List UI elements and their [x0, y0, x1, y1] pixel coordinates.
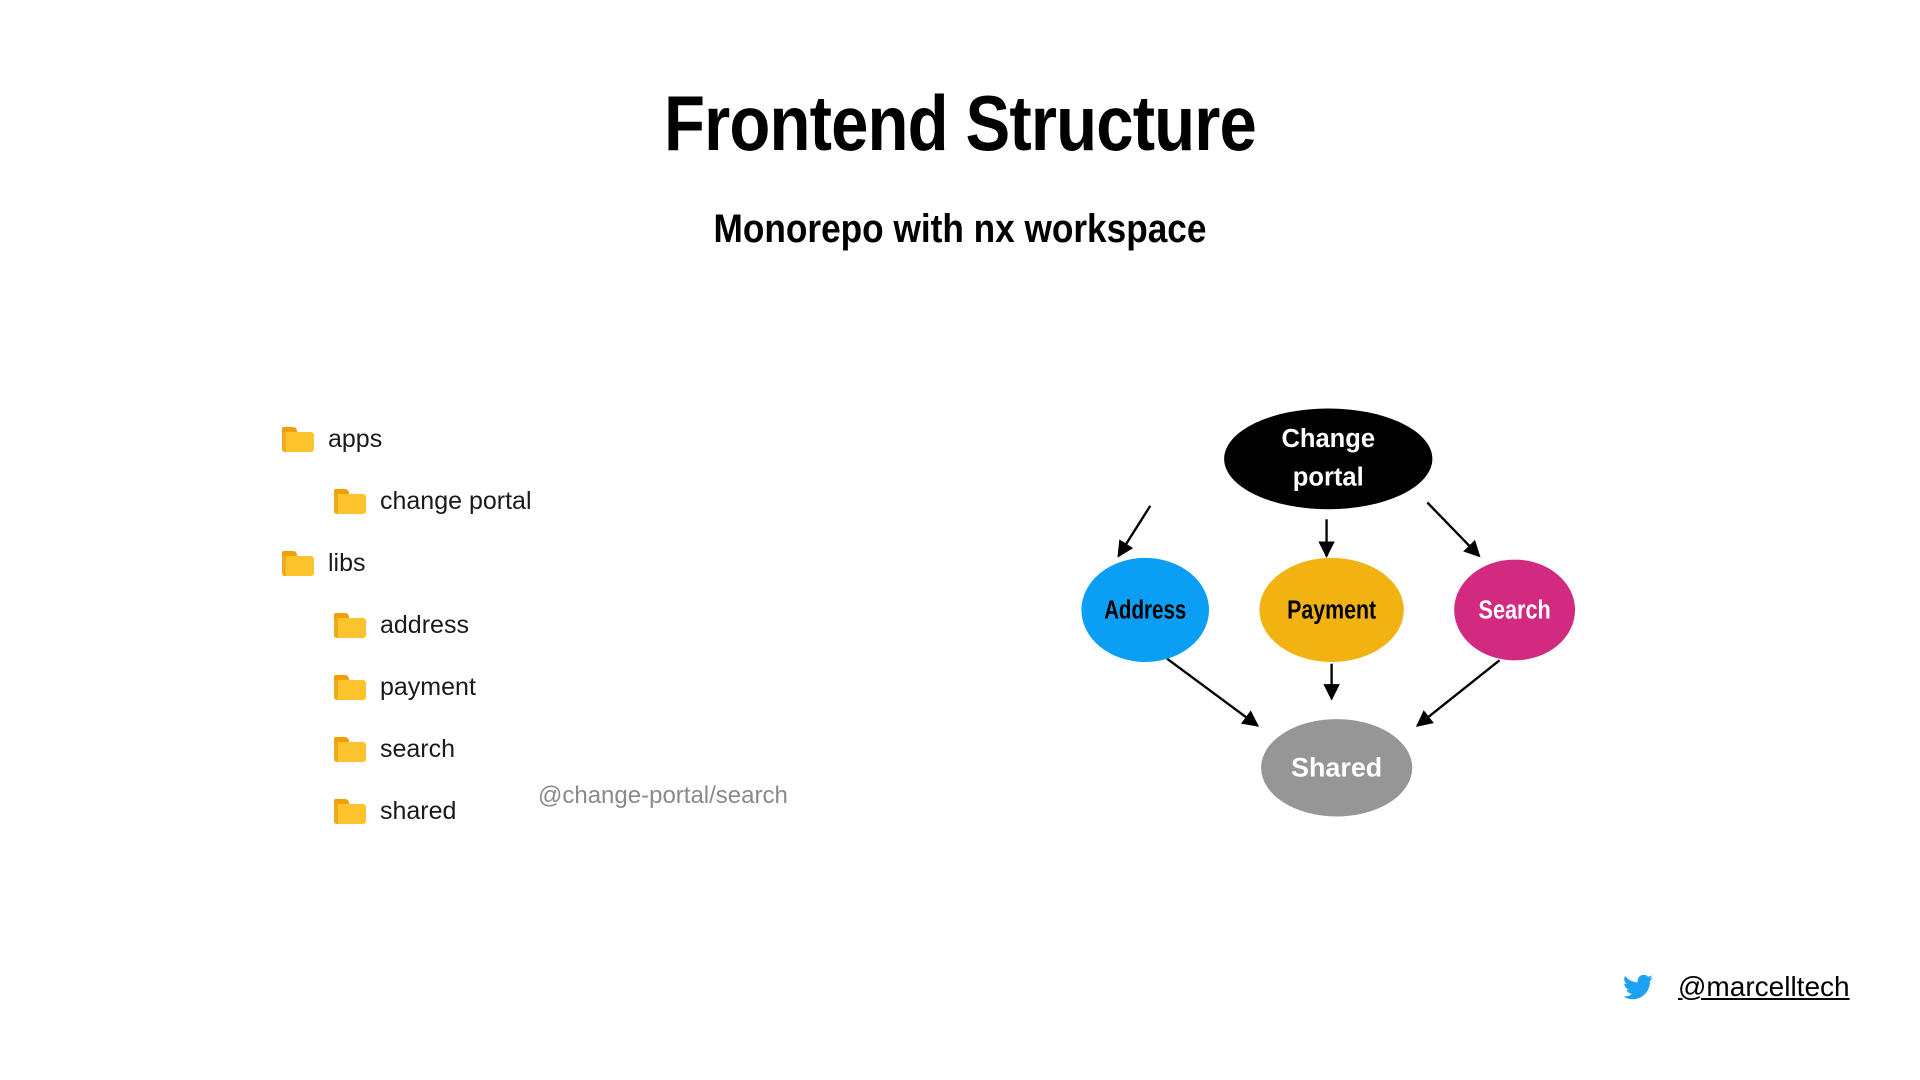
tree-item-address[interactable]: address	[282, 594, 842, 656]
node-shared[interactable]: Shared	[1261, 719, 1413, 817]
edge-address-to-shared	[1166, 657, 1260, 727]
tree-item-label: search	[380, 734, 456, 763]
node-label: Payment	[1287, 596, 1376, 624]
folder-icon	[334, 736, 366, 762]
tree-item-change-portal[interactable]: change portal	[282, 470, 842, 532]
tree-item-libs[interactable]: libs	[282, 532, 842, 594]
tree-item-label: apps	[328, 424, 383, 453]
twitter-handle[interactable]: @marcelltech	[1620, 972, 1850, 1002]
node-label: Shared	[1291, 753, 1382, 783]
tree-item-label: change portal	[380, 486, 532, 515]
node-label: Address	[1104, 596, 1186, 624]
tree-item-label: shared	[380, 796, 457, 825]
tree-item-apps[interactable]: apps	[282, 408, 842, 470]
tree-item-label: address	[380, 610, 469, 639]
page-subtitle: Monorepo with nx workspace	[713, 207, 1207, 251]
dependency-graph-svg: Change portal Address Payment Search Sha…	[1081, 408, 1576, 817]
folder-icon	[334, 798, 366, 824]
node-shape	[1081, 557, 1210, 663]
tree-item-shared[interactable]: shared	[282, 780, 842, 842]
tree-item-search[interactable]: search	[282, 718, 842, 780]
folder-icon	[282, 550, 314, 576]
edge-change-portal-to-search	[1426, 501, 1481, 558]
page-title: Frontend Structure	[664, 79, 1257, 167]
twitter-handle-text[interactable]: @marcelltech	[1678, 971, 1850, 1002]
dependency-graph: Change portal Address Payment Search Sha…	[930, 390, 1750, 840]
twitter-bird-icon	[1623, 974, 1653, 1000]
edge-search-to-shared	[1415, 659, 1501, 727]
package-path-annotation: @change-portal/search	[538, 782, 788, 809]
graph-edges	[1117, 501, 1501, 727]
tree-item-label: libs	[328, 548, 366, 577]
node-label-line-2: portal	[1293, 464, 1364, 492]
node-shape	[1454, 559, 1576, 661]
folder-icon	[334, 488, 366, 514]
node-search[interactable]: Search	[1454, 559, 1576, 661]
node-shape	[1259, 557, 1404, 663]
edge-change-portal-to-address	[1117, 505, 1152, 558]
folder-tree: apps change portal libs address payment …	[282, 408, 842, 842]
node-payment[interactable]: Payment	[1259, 557, 1404, 663]
folder-icon	[282, 426, 314, 452]
node-address[interactable]: Address	[1081, 557, 1210, 663]
tree-item-payment[interactable]: payment	[282, 656, 842, 718]
node-label-line-1: Change	[1281, 425, 1375, 453]
folder-icon	[334, 612, 366, 638]
node-shape	[1224, 408, 1433, 510]
folder-icon	[334, 674, 366, 700]
node-label: Search	[1479, 596, 1551, 624]
tree-item-label: payment	[380, 672, 476, 701]
node-change-portal[interactable]: Change portal	[1224, 408, 1433, 510]
node-shape	[1261, 719, 1413, 817]
